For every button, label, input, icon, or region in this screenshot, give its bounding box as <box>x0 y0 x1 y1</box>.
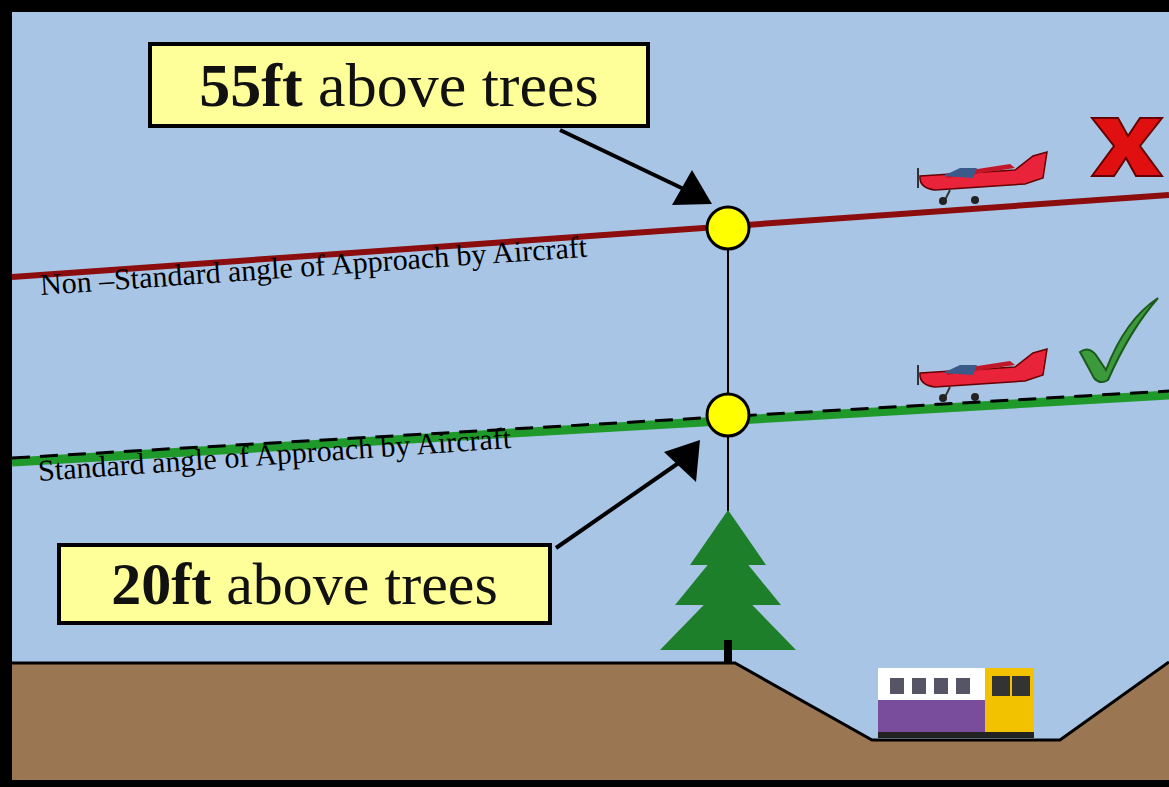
wrong-mark <box>1092 118 1162 176</box>
callout-text: 20ft above trees <box>111 554 498 614</box>
aircraft <box>918 349 1047 402</box>
tree <box>660 510 796 663</box>
arrowhead <box>664 440 700 482</box>
leader-line <box>560 130 690 192</box>
correct-mark <box>1080 298 1158 382</box>
leader-line <box>556 462 680 548</box>
height-marker <box>707 394 749 436</box>
height-callout-box: 20ft above trees <box>57 543 552 625</box>
ground-edge <box>12 662 1169 740</box>
train <box>878 668 1034 738</box>
height-callout-box: 55ft above trees <box>148 42 650 128</box>
sky <box>12 12 1169 780</box>
ground <box>12 662 1169 780</box>
callout-text: 55ft above trees <box>199 54 598 116</box>
arrowhead <box>672 170 712 205</box>
aircraft <box>918 152 1047 205</box>
height-marker <box>707 207 749 249</box>
